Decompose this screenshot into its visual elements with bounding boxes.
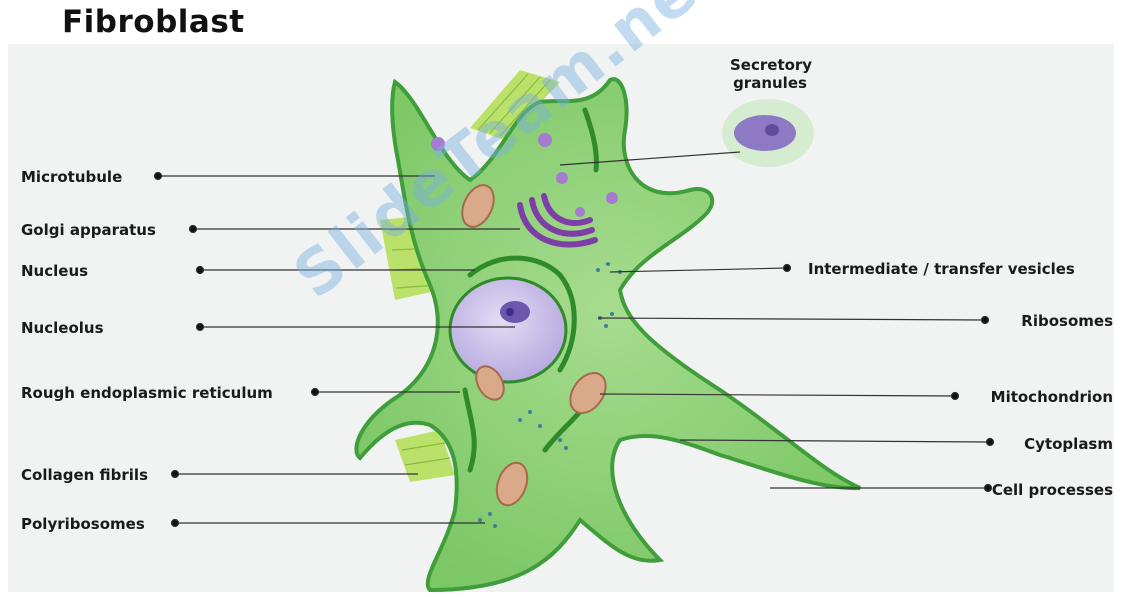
nucleus bbox=[450, 278, 566, 382]
label-microtubule: Microtubule bbox=[21, 168, 122, 186]
label-rough-er: Rough endoplasmic reticulum bbox=[21, 384, 273, 402]
label-mitochondrion: Mitochondrion bbox=[991, 388, 1113, 406]
label-ribosomes: Ribosomes bbox=[1021, 312, 1113, 330]
label-cytoplasm: Cytoplasm bbox=[1024, 435, 1113, 453]
label-secretory-line2: granules bbox=[730, 74, 810, 92]
label-collagen-fibrils: Collagen fibrils bbox=[21, 466, 148, 484]
secretory-granule bbox=[722, 99, 814, 167]
label-nucleus: Nucleus bbox=[21, 262, 88, 280]
label-secretory-granules: Secretory granules bbox=[730, 56, 810, 92]
label-cell-processes: Cell processes bbox=[992, 481, 1113, 499]
label-golgi-apparatus: Golgi apparatus bbox=[21, 221, 156, 239]
label-secretory-line1: Secretory bbox=[730, 56, 810, 74]
label-polyribosomes: Polyribosomes bbox=[21, 515, 145, 533]
label-transfer-vesicles: Intermediate / transfer vesicles bbox=[808, 260, 1075, 278]
label-nucleolus: Nucleolus bbox=[21, 319, 104, 337]
